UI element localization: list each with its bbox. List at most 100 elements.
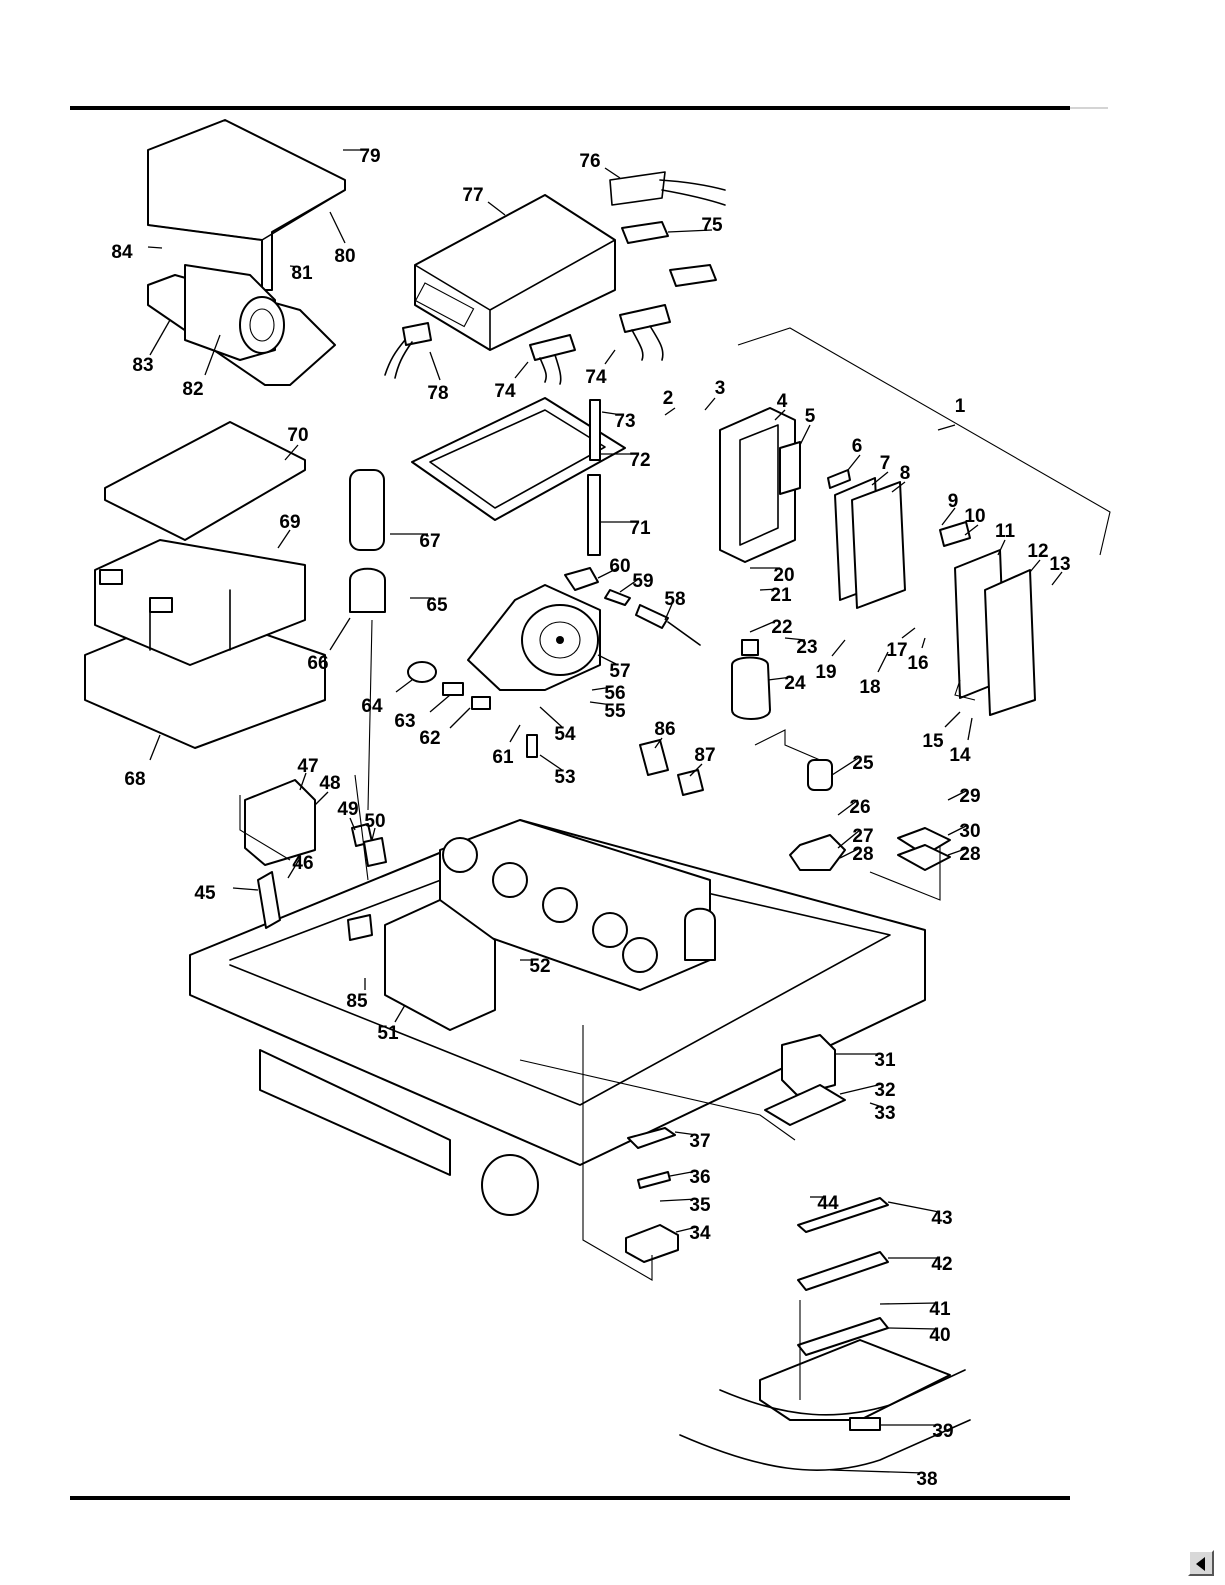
callout-20: 20: [773, 565, 794, 586]
callout-7: 7: [880, 453, 891, 474]
callout-83: 83: [132, 355, 153, 376]
callout-22: 22: [771, 617, 792, 638]
callout-51: 51: [377, 1023, 399, 1044]
callout-42: 42: [931, 1254, 952, 1275]
leader-line: [450, 708, 470, 728]
leader-line: [430, 695, 450, 712]
callout-41: 41: [929, 1299, 951, 1320]
callout-54: 54: [554, 724, 576, 745]
callout-37: 37: [689, 1131, 710, 1152]
control-box: [385, 172, 725, 384]
leader-line: [938, 425, 955, 430]
leader-line: [832, 640, 845, 656]
callout-67: 67: [419, 531, 440, 552]
callout-40: 40: [929, 1325, 950, 1346]
plate-stack: [680, 1198, 970, 1470]
bottle-assembly: [732, 640, 950, 870]
leader-line: [902, 628, 915, 638]
callout-3: 3: [715, 378, 726, 399]
callout-69: 69: [279, 512, 300, 533]
leader-line: [515, 362, 528, 378]
previous-page-button[interactable]: [1188, 1550, 1214, 1576]
callout-82: 82: [182, 379, 203, 400]
callout-23: 23: [796, 637, 817, 658]
callout-72: 72: [629, 450, 650, 471]
triangle-left-icon: [1196, 1557, 1205, 1571]
callout-76: 76: [579, 151, 600, 172]
leader-line: [998, 540, 1005, 555]
leader-line: [945, 712, 960, 727]
callout-8: 8: [900, 463, 911, 484]
callout-74: 74: [585, 367, 607, 388]
callout-45: 45: [194, 883, 216, 904]
callout-1: 1: [955, 396, 966, 417]
callout-79: 79: [359, 146, 380, 167]
tray: [412, 398, 625, 555]
callout-80: 80: [334, 246, 355, 267]
leader-line: [396, 680, 412, 692]
callout-13: 13: [1049, 554, 1070, 575]
callout-35: 35: [689, 1195, 711, 1216]
leader-line: [510, 725, 520, 742]
callout-28: 28: [852, 844, 873, 865]
canister: [350, 470, 385, 612]
leader-line: [830, 1470, 924, 1473]
leader-line: [705, 398, 715, 410]
leader-line: [150, 735, 160, 760]
leader-line: [922, 638, 925, 648]
battery-assembly: [85, 422, 325, 748]
callout-87: 87: [694, 745, 715, 766]
callout-14: 14: [949, 745, 971, 766]
leader-line: [800, 425, 810, 445]
callout-30: 30: [959, 821, 980, 842]
callout-6: 6: [852, 436, 863, 457]
callout-52: 52: [529, 956, 550, 977]
callout-57: 57: [609, 661, 630, 682]
callout-5: 5: [805, 406, 816, 427]
callout-4: 4: [777, 391, 788, 412]
callout-53: 53: [554, 767, 575, 788]
callout-44: 44: [817, 1193, 839, 1214]
callout-18: 18: [859, 677, 880, 698]
callout-75: 75: [701, 215, 723, 236]
callout-10: 10: [964, 506, 985, 527]
callout-47: 47: [297, 756, 318, 777]
callout-85: 85: [346, 991, 368, 1012]
callout-2: 2: [663, 388, 674, 409]
callout-9: 9: [948, 491, 959, 512]
callout-48: 48: [319, 773, 340, 794]
callout-28: 28: [959, 844, 980, 865]
callout-32: 32: [874, 1080, 895, 1101]
callout-60: 60: [609, 556, 630, 577]
callout-11: 11: [995, 521, 1016, 542]
callout-50: 50: [364, 811, 385, 832]
callout-31: 31: [874, 1050, 896, 1071]
callout-17: 17: [886, 640, 907, 661]
leader-line: [665, 408, 675, 415]
callout-33: 33: [874, 1103, 895, 1124]
callout-19: 19: [815, 662, 836, 683]
callout-86: 86: [654, 719, 675, 740]
callout-38: 38: [916, 1469, 937, 1490]
leader-line: [233, 888, 258, 890]
leader-line: [150, 320, 170, 355]
callout-77: 77: [462, 185, 483, 206]
callout-74: 74: [494, 381, 516, 402]
callout-43: 43: [931, 1208, 952, 1229]
callout-29: 29: [959, 786, 980, 807]
callout-61: 61: [492, 747, 514, 768]
leader-line: [330, 618, 350, 650]
leader-line: [605, 350, 615, 364]
callout-65: 65: [426, 595, 448, 616]
callout-16: 16: [907, 653, 928, 674]
callout-64: 64: [361, 696, 383, 717]
callout-26: 26: [849, 797, 870, 818]
callout-36: 36: [689, 1167, 710, 1188]
part-drawings: [85, 120, 1110, 1470]
callout-49: 49: [337, 799, 358, 820]
callout-55: 55: [604, 701, 626, 722]
leader-line: [148, 247, 162, 248]
callout-58: 58: [664, 589, 685, 610]
callout-66: 66: [307, 653, 328, 674]
